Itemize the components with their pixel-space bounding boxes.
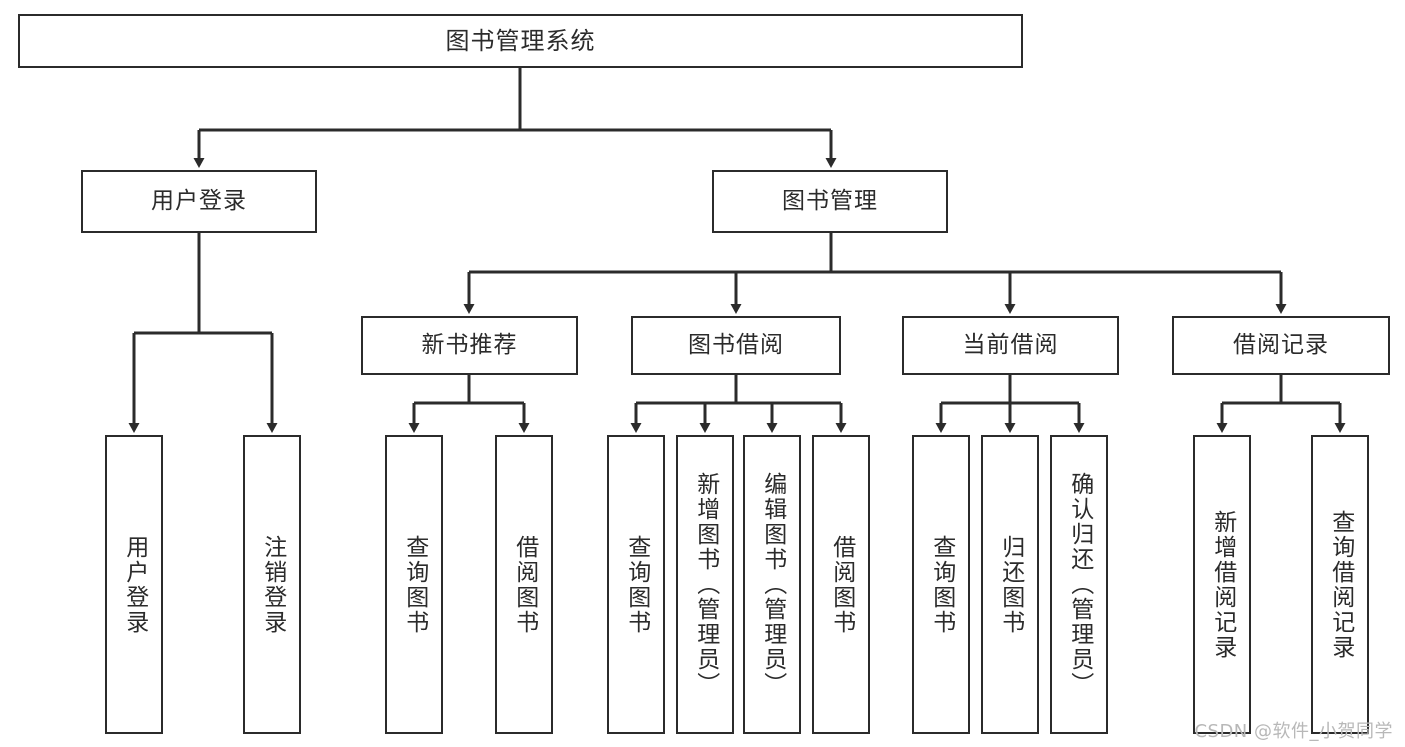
node-book-management[interactable]: 图书管理 <box>712 170 948 233</box>
node-label: 借阅记录 <box>1233 331 1329 358</box>
node-label: 编辑图书（管理员） <box>759 472 786 697</box>
leaf-borrowrecord-query-record[interactable]: 查询借阅记录 <box>1311 435 1369 734</box>
node-label: 注销登录 <box>259 534 286 635</box>
leaf-bookborrow-edit-book-admin[interactable]: 编辑图书（管理员） <box>743 435 801 734</box>
leaf-newbook-query-book[interactable]: 查询图书 <box>385 435 443 734</box>
node-label: 图书借阅 <box>688 331 784 358</box>
leaf-logout[interactable]: 注销登录 <box>243 435 301 734</box>
node-label: 用户登录 <box>121 534 148 635</box>
node-label: 新增借阅记录 <box>1209 509 1236 660</box>
node-label: 图书管理 <box>782 187 878 214</box>
leaf-borrowrecord-add-record[interactable]: 新增借阅记录 <box>1193 435 1251 734</box>
node-root-book-management-system[interactable]: 图书管理系统 <box>18 14 1023 68</box>
node-label: 查询图书 <box>401 534 428 635</box>
node-current-borrow[interactable]: 当前借阅 <box>902 316 1119 375</box>
leaf-newbook-borrow-book[interactable]: 借阅图书 <box>495 435 553 734</box>
node-user-login[interactable]: 用户登录 <box>81 170 317 233</box>
leaf-bookborrow-add-book-admin[interactable]: 新增图书（管理员） <box>676 435 734 734</box>
connectors <box>128 68 1346 433</box>
node-label: 用户登录 <box>151 187 247 214</box>
node-label: 查询图书 <box>623 534 650 635</box>
leaf-currentborrow-return-book[interactable]: 归还图书 <box>981 435 1039 734</box>
node-label: 归还图书 <box>997 534 1024 635</box>
leaf-bookborrow-borrow-book[interactable]: 借阅图书 <box>812 435 870 734</box>
node-label: 当前借阅 <box>962 331 1059 358</box>
leaf-bookborrow-query-book[interactable]: 查询图书 <box>607 435 665 734</box>
node-book-borrow[interactable]: 图书借阅 <box>631 316 841 375</box>
node-label: 借阅图书 <box>511 534 538 635</box>
node-new-book-recommend[interactable]: 新书推荐 <box>361 316 578 375</box>
leaf-currentborrow-query-book[interactable]: 查询图书 <box>912 435 970 734</box>
node-label: 新书推荐 <box>421 331 518 358</box>
node-label: 图书管理系统 <box>445 26 596 55</box>
leaf-currentborrow-confirm-return-admin[interactable]: 确认归还（管理员） <box>1050 435 1108 734</box>
node-borrow-record[interactable]: 借阅记录 <box>1172 316 1390 375</box>
node-label: 查询借阅记录 <box>1327 509 1354 660</box>
leaf-user-login[interactable]: 用户登录 <box>105 435 163 734</box>
node-label: 查询图书 <box>928 534 955 635</box>
node-label: 新增图书（管理员） <box>692 472 719 697</box>
node-label: 借阅图书 <box>828 534 855 635</box>
node-label: 确认归还（管理员） <box>1066 472 1093 697</box>
